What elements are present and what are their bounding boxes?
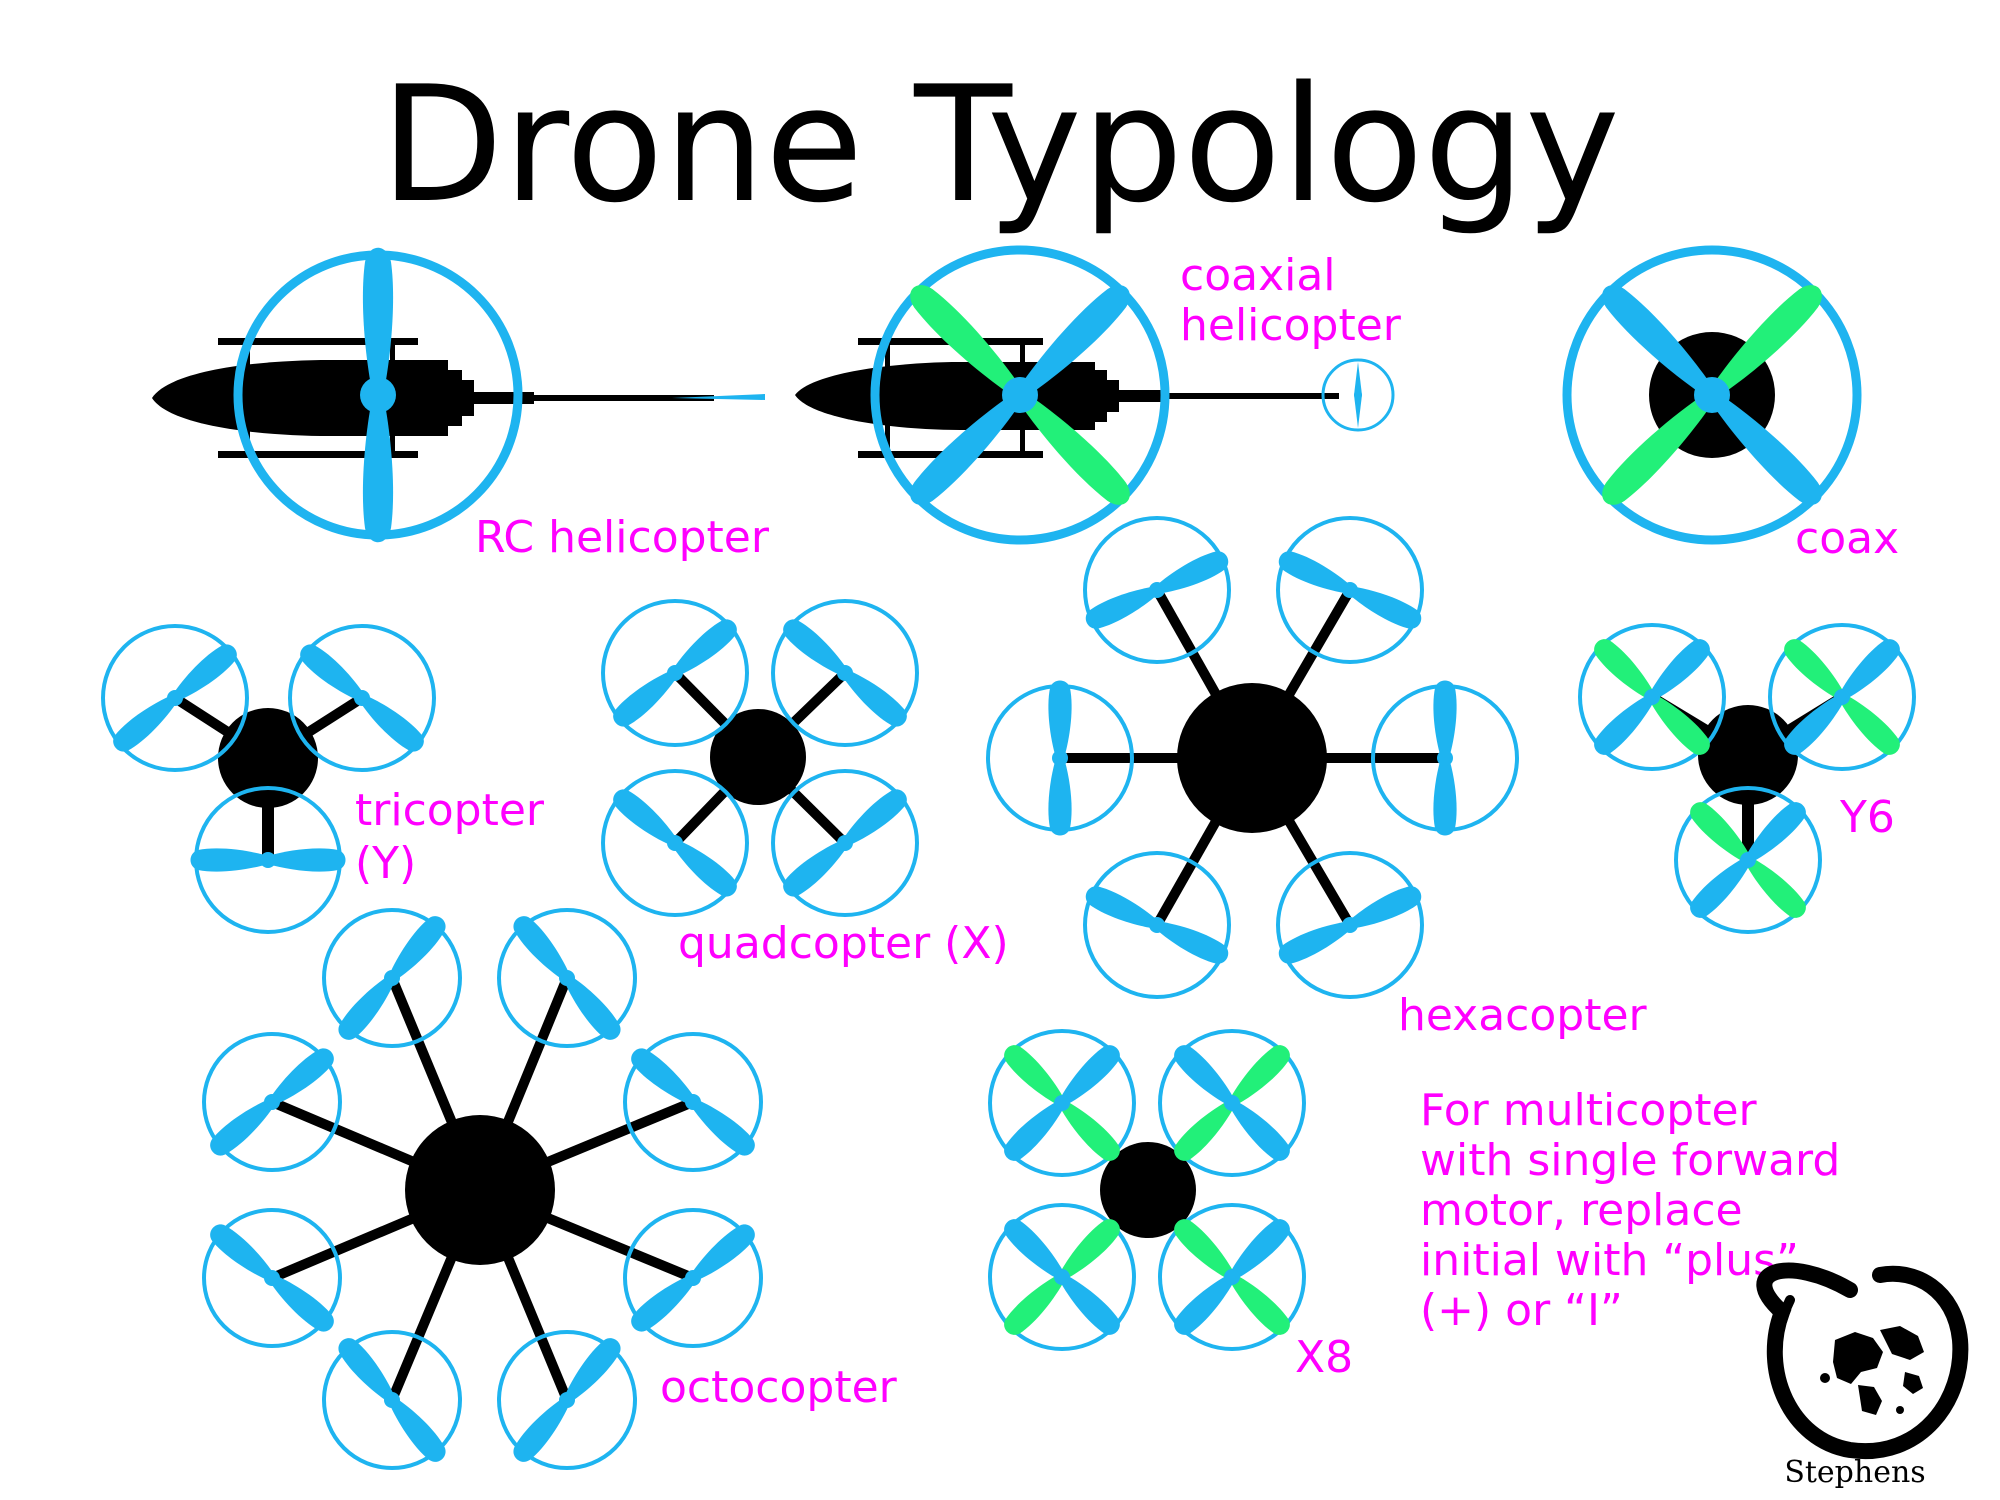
rc-heli-hub <box>360 377 396 413</box>
x8-rotor-2 <box>1158 1029 1306 1177</box>
octocopter-rotor-8 <box>497 1330 637 1470</box>
label-hexacopter: hexacopter <box>1398 990 1648 1041</box>
signature: Stephens <box>1784 1455 1925 1490</box>
label-y6: Y6 <box>1839 792 1895 843</box>
octocopter-rotor-4 <box>623 1032 763 1172</box>
y6 <box>1578 623 1916 934</box>
label-x8: X8 <box>1295 1332 1353 1383</box>
note-line-2: with single forward <box>1420 1135 1840 1186</box>
note-line-4: initial with “plus” <box>1420 1235 1799 1286</box>
tricopter-rotor-1 <box>101 624 249 772</box>
octocopter <box>202 908 763 1470</box>
diagram-title: Drone Typology <box>380 51 1620 238</box>
hexacopter-rotor-3 <box>986 680 1134 836</box>
quadcopter <box>601 599 919 917</box>
coaxial-heli-tail-ring <box>1321 358 1395 432</box>
octocopter-rotor-2 <box>497 908 637 1048</box>
hexacopter-rotor-1 <box>1081 516 1233 664</box>
coaxial-helicopter <box>795 245 1395 545</box>
label-tricopter-line2: (Y) <box>355 838 416 889</box>
coaxial-heli-tail-boom <box>1169 393 1339 399</box>
y6-rotor-3 <box>1674 786 1822 934</box>
hexacopter-rotor-5 <box>1081 851 1233 999</box>
multicopter-note: For multicopter with single forward moto… <box>1420 1085 1840 1336</box>
rc-heli-skid-top <box>218 338 418 345</box>
y6-body <box>1698 705 1798 805</box>
tricopter <box>101 624 436 934</box>
note-line-3: motor, replace <box>1420 1185 1743 1236</box>
rc-heli-skid-bottom <box>218 451 418 458</box>
label-coaxial-line2: helicopter <box>1180 300 1402 351</box>
y6-rotor-1 <box>1578 623 1726 771</box>
rc-heli-fuselage <box>152 360 448 436</box>
quadcopter-rotor-3 <box>601 769 749 917</box>
quadcopter-rotor-2 <box>771 599 919 747</box>
x8-body <box>1100 1142 1196 1238</box>
quadcopter-body <box>710 709 806 805</box>
note-line-5: (+) or “I” <box>1420 1285 1623 1336</box>
tricopter-rotor-3 <box>190 786 346 934</box>
octocopter-rotor-1 <box>322 908 462 1048</box>
coax-drone <box>1562 245 1862 545</box>
label-rc-helicopter: RC helicopter <box>475 512 770 563</box>
label-octocopter: octocopter <box>660 1362 898 1413</box>
label-tricopter-line1: tricopter <box>355 785 545 836</box>
octocopter-body <box>405 1115 555 1265</box>
x8-rotor-4 <box>1158 1203 1306 1351</box>
tricopter-rotor-2 <box>288 624 436 772</box>
coaxial-heli-hub <box>1002 377 1038 413</box>
note-line-1: For multicopter <box>1420 1085 1758 1136</box>
hexacopter-rotor-2 <box>1274 516 1426 664</box>
coax-hub <box>1694 377 1730 413</box>
hexacopter-body <box>1177 683 1327 833</box>
y6-rotor-2 <box>1768 623 1916 771</box>
label-quadcopter: quadcopter (X) <box>678 918 1009 969</box>
octocopter-rotor-7 <box>322 1330 462 1470</box>
rc-heli-tail-boom <box>534 395 714 401</box>
quadcopter-rotor-1 <box>601 599 749 747</box>
coaxial-heli-rotor-ring <box>870 245 1170 545</box>
enso-logo-icon <box>1756 1262 1969 1460</box>
label-coax: coax <box>1795 513 1899 564</box>
rc-heli-tail-rotor <box>672 394 765 400</box>
x8-rotor-3 <box>988 1203 1136 1351</box>
hexacopter-rotor-4 <box>1371 680 1519 836</box>
x8-rotor-1 <box>988 1029 1136 1177</box>
octocopter-rotor-3 <box>202 1032 342 1172</box>
hexacopter <box>986 516 1519 999</box>
label-coaxial-line1: coaxial <box>1180 250 1336 301</box>
x8 <box>988 1029 1306 1351</box>
quadcopter-rotor-4 <box>771 769 919 917</box>
octocopter-rotor-6 <box>623 1208 763 1348</box>
coax-rotor-ring <box>1562 245 1862 545</box>
octocopter-rotor-5 <box>202 1208 342 1348</box>
rc-helicopter <box>152 247 765 543</box>
hexacopter-rotor-6 <box>1274 851 1426 999</box>
tricopter-body <box>218 708 318 808</box>
